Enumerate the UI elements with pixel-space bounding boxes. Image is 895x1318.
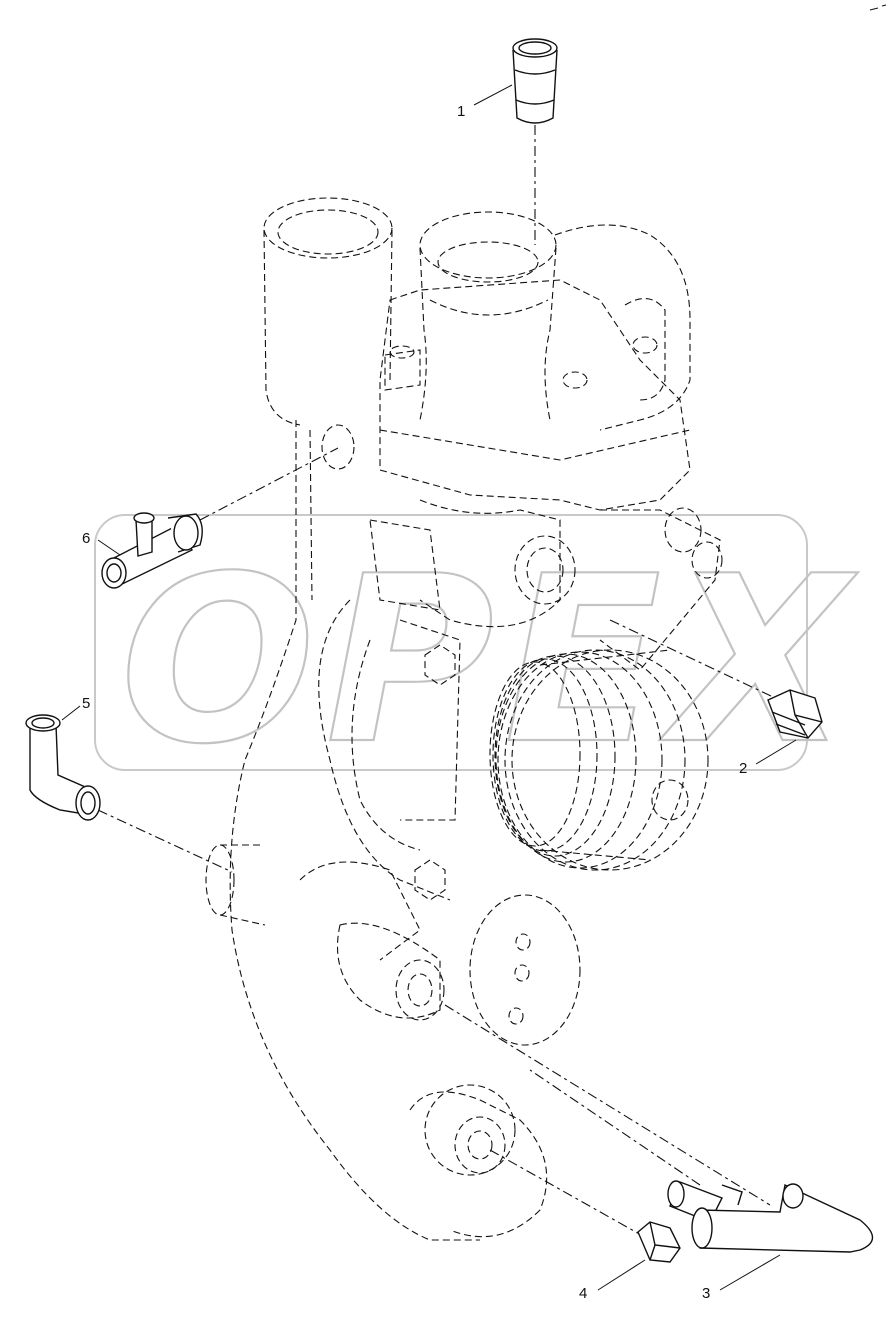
callout-2: 2 <box>739 760 747 777</box>
callout-3: 3 <box>702 1285 710 1302</box>
part-4-plug <box>637 1221 681 1263</box>
part-3-pipe <box>667 1180 874 1253</box>
corner-mark <box>869 4 887 11</box>
callout-4: 4 <box>579 1285 587 1302</box>
part-6-tee <box>101 512 203 589</box>
part-2-plug <box>767 689 823 739</box>
callout-1: 1 <box>457 103 465 120</box>
callout-6: 6 <box>82 530 90 547</box>
pulley <box>489 649 709 871</box>
leader-lines <box>61 84 797 1291</box>
callout-5: 5 <box>82 695 90 712</box>
watermark-text: OPEX <box>120 528 859 795</box>
water-pump-housing <box>205 197 723 1241</box>
watermark: OPEX <box>94 514 859 796</box>
part-1-sleeve <box>512 38 558 124</box>
part-5-elbow <box>25 714 101 821</box>
explode-lines <box>97 125 791 1241</box>
